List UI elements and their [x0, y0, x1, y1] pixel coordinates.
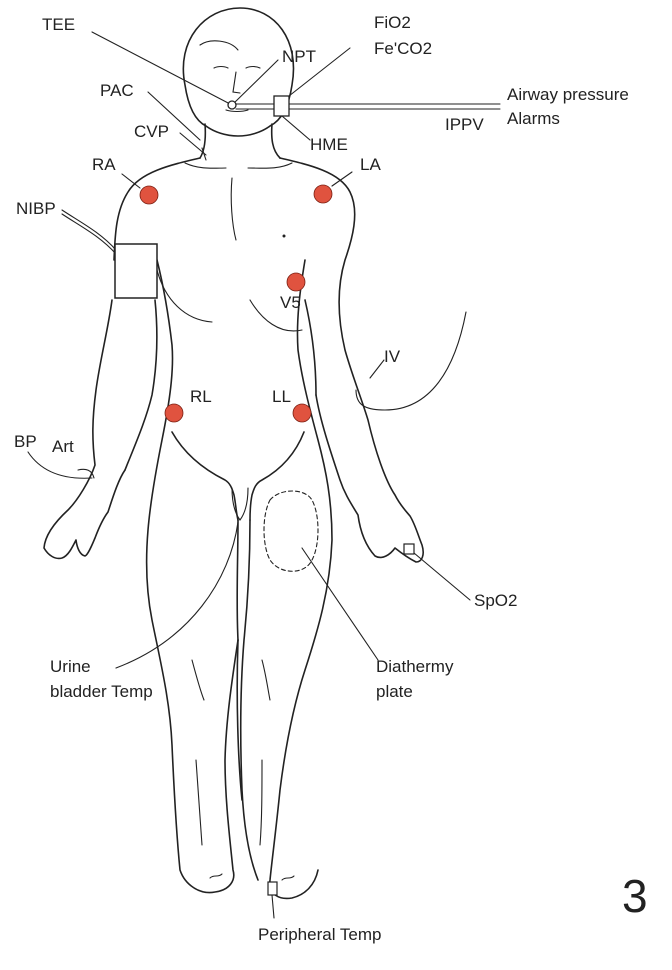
label-alarms: Alarms: [507, 109, 560, 128]
label-ra: RA: [92, 155, 116, 174]
label-airway-pressure: Airway pressure: [507, 85, 629, 104]
label-bp: BP: [14, 432, 37, 451]
figure-number: 3: [622, 870, 648, 922]
body-outline: [44, 8, 423, 898]
electrode-ll: [293, 404, 311, 422]
label-fio2: FiO2: [374, 13, 411, 32]
electrode-ra: [140, 186, 158, 204]
label-tee: TEE: [42, 15, 75, 34]
label-iv: IV: [384, 347, 401, 366]
hme-filter: [274, 96, 289, 116]
label-bladder-temp: bladder Temp: [50, 682, 153, 701]
label-diathermy: Diathermy: [376, 657, 454, 676]
label-plate: plate: [376, 682, 413, 701]
nibp-cuff: [115, 244, 157, 298]
label-hme: HME: [310, 135, 348, 154]
label-cvp: CVP: [134, 122, 169, 141]
label-rl: RL: [190, 387, 212, 406]
hme-leader: [282, 116, 310, 140]
npt-probe: [228, 101, 236, 109]
spo2-probe: [404, 544, 414, 554]
peripheral-temp-probe: [268, 882, 277, 895]
label-npt: NPT: [282, 47, 316, 66]
label-feco2: Fe'CO2: [374, 39, 432, 58]
nibp-tubes: [62, 210, 116, 250]
urine-line: [116, 522, 238, 668]
label-nibp: NIBP: [16, 199, 56, 218]
label-pac: PAC: [100, 81, 134, 100]
label-peripheral-temp: Peripheral Temp: [258, 925, 381, 944]
label-ippv: IPPV: [445, 115, 484, 134]
label-art: Art: [52, 437, 74, 456]
electrode-v5: [287, 273, 305, 291]
label-spo2: SpO2: [474, 591, 517, 610]
label-la: LA: [360, 155, 381, 174]
label-urine: Urine: [50, 657, 91, 676]
electrode-la: [314, 185, 332, 203]
label-ll: LL: [272, 387, 291, 406]
electrodes: [140, 185, 332, 422]
label-v5: V5: [280, 293, 301, 312]
electrode-rl: [165, 404, 183, 422]
iv-line: [356, 312, 466, 410]
cvp-leader: [180, 133, 206, 155]
labels: TEE NPT FiO2 Fe'CO2 PAC Airway pressure …: [14, 13, 648, 944]
